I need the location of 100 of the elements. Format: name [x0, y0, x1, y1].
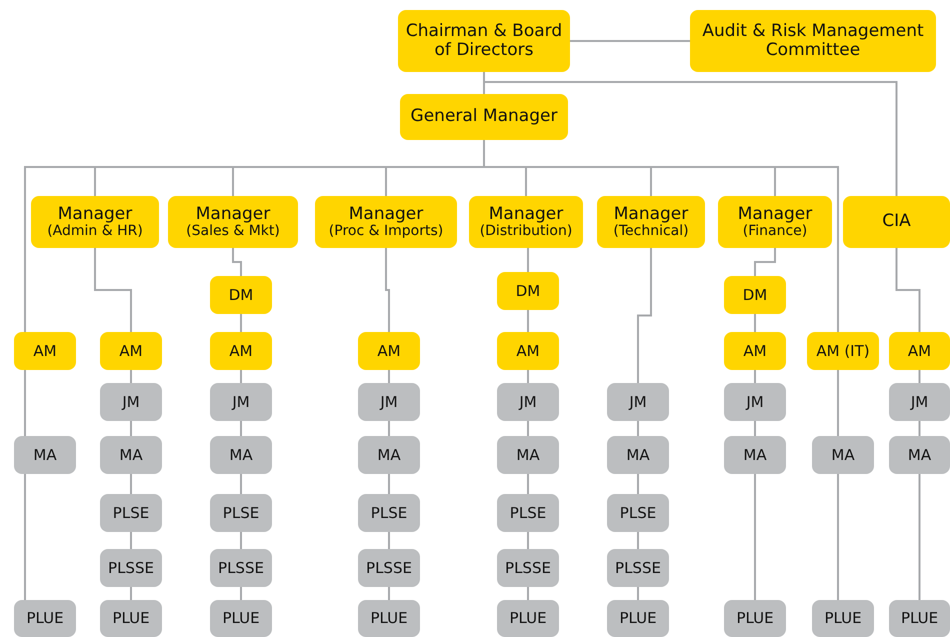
- position-title: JM: [910, 394, 928, 410]
- position-title: PLSSE: [505, 560, 551, 576]
- position-title: AM: [516, 342, 540, 360]
- staff-box: [100, 494, 162, 532]
- connector-line: [388, 587, 390, 600]
- position-title: Audit & Risk Management Committee: [701, 22, 925, 60]
- staff-box: [358, 549, 420, 587]
- position-box: [469, 196, 583, 248]
- position-box: [398, 10, 570, 72]
- position-title: PLUE: [900, 610, 938, 627]
- position-box: [31, 196, 159, 248]
- connector-line: [130, 587, 132, 600]
- department-name: (Distribution): [480, 224, 572, 240]
- position-title: JM: [232, 394, 250, 410]
- position-box: [597, 196, 705, 248]
- connector-line: [232, 248, 242, 276]
- position-title: CIA: [882, 212, 911, 232]
- connector-line: [527, 248, 529, 272]
- position-title: AM: [229, 342, 253, 360]
- staff-box: [607, 549, 669, 587]
- connector-line: [837, 474, 839, 600]
- position-box: [497, 332, 559, 370]
- connector-line: [918, 370, 920, 383]
- position-title: PLUE: [222, 610, 260, 627]
- connector-line: [388, 421, 390, 436]
- connector-line: [388, 370, 390, 383]
- position-title: DM: [516, 282, 540, 300]
- connector-line: [527, 474, 529, 494]
- connector-line: [130, 474, 132, 494]
- connector-line: [240, 532, 242, 549]
- position-title: PLSSE: [366, 560, 412, 576]
- connector-line: [918, 421, 920, 436]
- staff-box: [100, 600, 162, 637]
- staff-box: [607, 436, 669, 474]
- staff-box: [724, 383, 786, 421]
- position-title: PLUE: [509, 610, 547, 627]
- staff-box: [497, 600, 559, 637]
- connector-line: [896, 248, 920, 332]
- connector-line: [754, 474, 756, 600]
- position-title: PLUE: [370, 610, 408, 627]
- connector-line: [754, 248, 776, 276]
- staff-box: [358, 383, 420, 421]
- connector-line: [240, 421, 242, 436]
- connector-line: [637, 421, 639, 436]
- position-title: Manager: [738, 204, 812, 224]
- connector-line: [130, 421, 132, 436]
- position-title: JM: [380, 394, 398, 410]
- position-title: PLSE: [370, 504, 408, 522]
- staff-box: [100, 549, 162, 587]
- connector-line: [130, 532, 132, 549]
- connector-line: [527, 370, 529, 383]
- connector-line: [637, 474, 639, 494]
- connector-line: [388, 532, 390, 549]
- position-title: PLSSE: [218, 560, 264, 576]
- connector-line: [388, 474, 390, 494]
- staff-box: [497, 549, 559, 587]
- department-name: (Finance): [742, 224, 808, 240]
- staff-box: [889, 436, 950, 474]
- position-title: PLSSE: [615, 560, 661, 576]
- staff-box: [724, 436, 786, 474]
- position-title: Manager: [348, 204, 424, 224]
- connector-line: [527, 310, 529, 332]
- connector-line: [94, 248, 132, 332]
- connector-line: [918, 474, 920, 600]
- position-title: PLSE: [222, 504, 260, 522]
- position-title: PLSE: [112, 504, 150, 522]
- position-title: MA: [743, 446, 767, 464]
- connector-line: [754, 421, 756, 436]
- connector-line: [637, 532, 639, 549]
- position-box: [724, 276, 786, 314]
- staff-box: [607, 600, 669, 637]
- connector-line: [240, 314, 242, 332]
- staff-box: [100, 383, 162, 421]
- connector-line: [24, 370, 26, 436]
- department-name: (Admin & HR): [47, 224, 143, 240]
- connector-line: [240, 474, 242, 494]
- staff-box: [607, 494, 669, 532]
- position-box: [315, 196, 457, 248]
- department-name: (Proc & Imports): [328, 224, 444, 240]
- position-box: [497, 272, 559, 310]
- staff-box: [358, 494, 420, 532]
- connector-line: [754, 314, 756, 332]
- position-title: MA: [119, 446, 143, 464]
- position-box: [14, 332, 76, 370]
- connector-line: [570, 40, 690, 42]
- position-box: [358, 332, 420, 370]
- department-name: (Sales & Mkt): [186, 224, 280, 240]
- position-title: PLUE: [112, 610, 150, 627]
- connector-line: [837, 370, 839, 436]
- staff-box: [889, 600, 950, 637]
- position-title: MA: [377, 446, 401, 464]
- department-name: (Technical): [613, 224, 689, 240]
- staff-box: [14, 600, 76, 637]
- position-title: MA: [831, 446, 855, 464]
- position-title: MA: [626, 446, 650, 464]
- position-title: JM: [122, 394, 140, 410]
- position-box: [889, 332, 950, 370]
- connector-line: [240, 370, 242, 383]
- staff-box: [210, 549, 272, 587]
- position-title: PLUE: [26, 610, 64, 627]
